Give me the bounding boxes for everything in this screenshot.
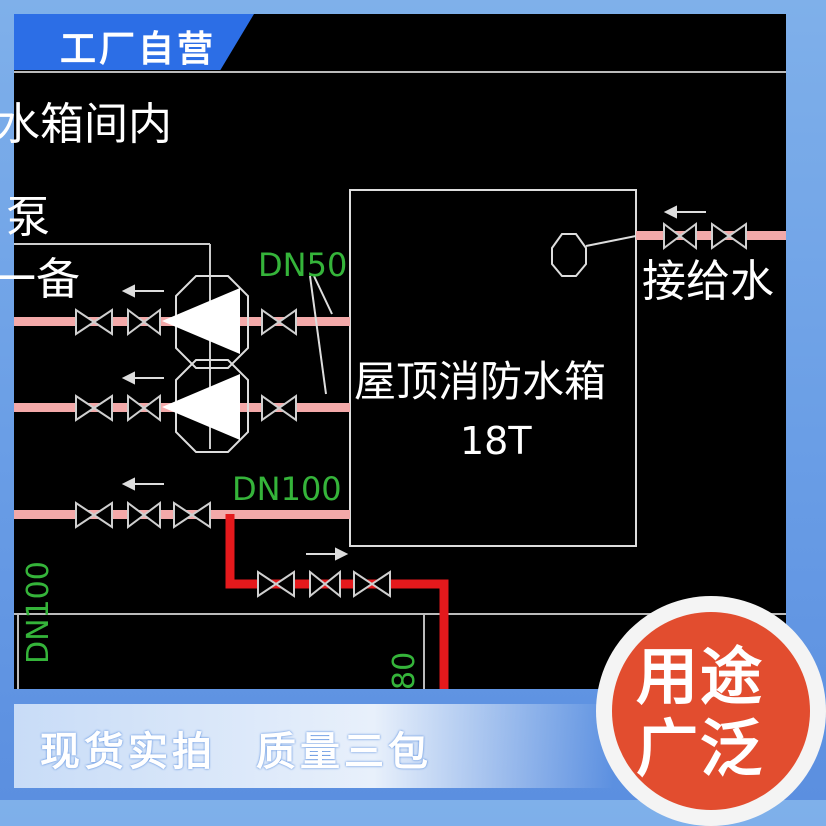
badge-line-1: 用途 [636,640,765,713]
bottom-bar [14,704,614,788]
dn50-leader-1 [309,275,327,395]
standby-label: 一备 [0,254,80,305]
diagram-frame: 水箱间内 泵 一备 DN50 DN100 DN100 80 屋顶消防水箱 18T… [0,14,786,690]
dn100-vertical-label: DN100 [21,561,56,664]
badge-line-2: 广泛 [636,712,765,785]
pump-1 [162,275,249,369]
valves-line-3 [75,501,211,529]
banner [14,14,254,70]
piping-diagram: 水箱间内 泵 一备 DN50 DN100 DN100 80 屋顶消防水箱 18T… [0,71,786,690]
room-label: 水箱间内 [0,99,172,150]
level-gauge [551,233,587,277]
valves-supply [663,222,747,250]
valves-line-2 [75,394,297,422]
valves-line-1 [75,308,297,336]
tank-name: 屋顶消防水箱 [354,357,606,406]
partial-vertical-label: 80 [387,652,422,690]
valves-overflow [257,569,391,599]
gauge-leader [585,235,637,247]
water-tank [349,189,637,547]
banner-label: 工厂自营 [60,29,217,70]
flow-arrows [121,205,706,561]
tank-capacity: 18T [460,419,532,463]
supply-label: 接给水 [642,256,774,307]
bottom-right-text: 质量三包 [256,729,432,775]
bottom-left-text: 现货实拍 [40,729,216,775]
pump-2 [162,359,249,453]
dn50-label: DN50 [258,246,347,284]
pump-label: 泵 [6,192,50,243]
badge [612,612,810,810]
bottom-caption: 现货实拍质量三包 [40,719,432,777]
dn100-label: DN100 [232,470,342,508]
dn50-leader-2 [313,275,333,315]
